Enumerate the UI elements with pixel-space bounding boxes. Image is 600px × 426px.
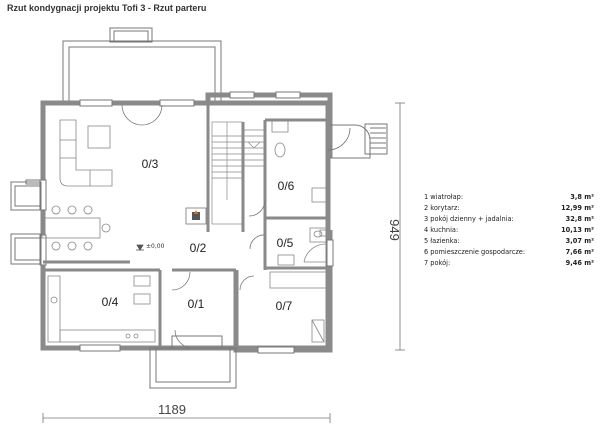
interior-walls	[43, 103, 330, 350]
legend-value: 9,46 m²	[565, 259, 594, 267]
room-label-0-2: 0/2	[190, 241, 207, 255]
sofa	[59, 119, 113, 187]
room-label-0-5: 0/5	[277, 236, 294, 250]
entrance-porch	[149, 335, 237, 389]
legend-row: 5 łazienka: 3,07 m²	[424, 236, 594, 247]
terrace	[62, 27, 222, 104]
legend-row: 4 kuchnia: 10,13 m²	[424, 225, 594, 236]
legend-name: 3 pokój dzienny + jadalnia:	[424, 215, 514, 223]
room-label-0-4: 0/4	[102, 295, 119, 309]
side-porch	[330, 123, 388, 159]
staircase	[211, 121, 264, 225]
legend-name: 5 łazienka:	[424, 237, 460, 245]
kitchen-counters	[47, 275, 156, 343]
legend-name: 6 pomieszczenie gospodarcze:	[424, 248, 526, 256]
legend-row: 7 pokój: 9,46 m²	[424, 258, 594, 269]
legend-name: 2 korytarz:	[424, 204, 460, 212]
exterior-walls-extra	[205, 92, 333, 353]
legend-value: 3,8 m²	[570, 193, 594, 201]
legend-value: 32,8 m²	[565, 215, 594, 223]
legend-row: 6 pomieszczenie gospodarcze: 7,66 m²	[424, 247, 594, 258]
legend-name: 1 wiatrołap:	[424, 193, 464, 201]
level-mark-symbol	[136, 244, 144, 251]
room-label-0-1: 0/1	[188, 297, 205, 311]
level-mark: ±0,00	[146, 243, 165, 250]
width-dimension: 1189	[158, 402, 186, 417]
legend-value: 7,66 m²	[565, 248, 594, 256]
room-label-0-3: 0/3	[142, 157, 159, 171]
legend-name: 4 kuchnia:	[424, 226, 459, 234]
fireplace	[185, 207, 207, 225]
legend-row: 1 wiatrołap: 3,8 m²	[424, 192, 594, 203]
bathroom-fixtures	[269, 119, 327, 343]
legend-value: 3,07 m²	[565, 237, 594, 245]
room-label-0-6: 0/6	[278, 179, 295, 193]
dining-table	[41, 205, 111, 251]
dimension-lines	[42, 102, 405, 423]
windows	[39, 91, 334, 354]
legend-name: 7 pokój:	[424, 259, 451, 267]
room-label-0-7: 0/7	[276, 299, 293, 313]
depth-dimension: 949	[387, 219, 402, 241]
bay-windows	[10, 179, 42, 265]
legend-value: 10,13 m²	[561, 226, 594, 234]
page-title: Rzut kondygnacji projektu Tofi 3 - Rzut …	[7, 3, 207, 13]
room-area-legend: 1 wiatrołap: 3,8 m² 2 korytarz: 12,99 m²…	[424, 192, 594, 269]
legend-row: 3 pokój dzienny + jadalnia: 32,8 m²	[424, 214, 594, 225]
legend-value: 12,99 m²	[561, 204, 594, 212]
legend-row: 2 korytarz: 12,99 m²	[424, 203, 594, 214]
